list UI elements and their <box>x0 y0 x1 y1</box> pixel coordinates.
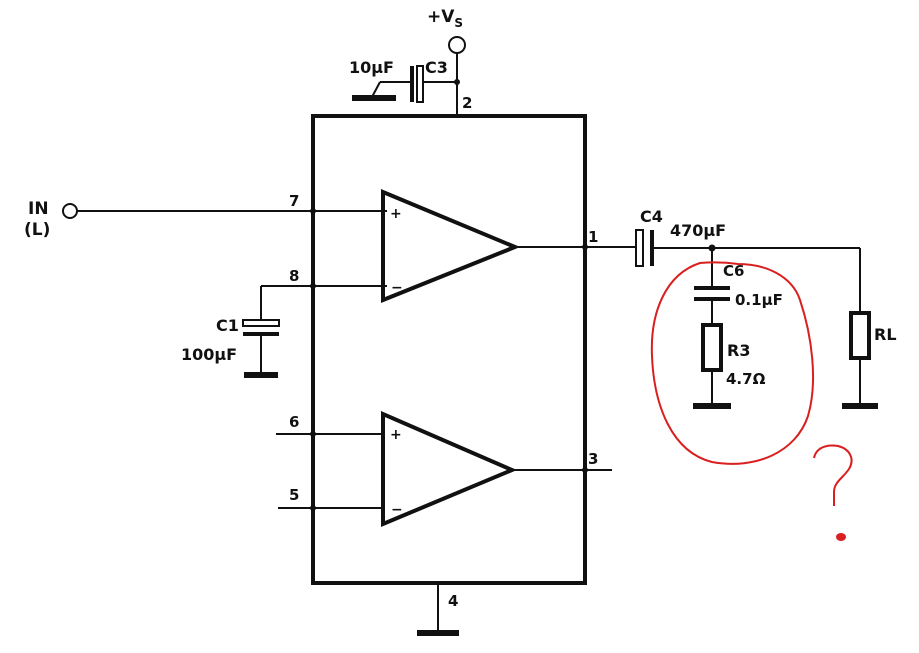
pin-3-node <box>582 467 588 473</box>
ic-body <box>311 114 587 585</box>
c3-value: 10µF <box>349 58 394 77</box>
opamp-lower-minus: − <box>391 502 403 518</box>
c3-ground-wire-down <box>371 81 381 98</box>
pin-1-node <box>582 244 588 250</box>
rl-resistor <box>849 311 871 360</box>
opamp-upper-plus: + <box>390 206 402 222</box>
c1-plate-top <box>242 319 280 327</box>
c3-plate-right <box>416 65 424 103</box>
input-label-l: (L) <box>24 220 50 240</box>
supply-label: +VS <box>427 7 463 30</box>
annotation-question-mark <box>813 444 853 506</box>
r3-name: R3 <box>727 341 750 360</box>
r3-resistor <box>701 323 723 372</box>
rl-name: RL <box>874 325 897 344</box>
pin-8-node <box>310 283 316 289</box>
pin-7-node <box>310 208 316 214</box>
c6-value: 0.1µF <box>735 291 783 309</box>
supply-terminal <box>448 36 466 54</box>
r3-value: 4.7Ω <box>726 370 766 388</box>
c4-value: 470µF <box>670 221 726 240</box>
pin-2-label: 2 <box>462 94 472 112</box>
c4-name: C4 <box>640 207 663 226</box>
opamp-upper <box>381 189 521 303</box>
pin-5-node <box>310 505 316 511</box>
pin-3-label: 3 <box>588 450 598 468</box>
opamp-upper-minus: − <box>391 280 403 296</box>
pin-6-node <box>310 431 316 437</box>
input-terminal <box>62 203 78 219</box>
c1-value: 100µF <box>181 345 237 364</box>
annotation-question-dot <box>836 533 846 541</box>
pin-8-label: 8 <box>289 267 299 285</box>
c4-plate-left <box>635 229 644 267</box>
pin-1-label: 1 <box>588 228 598 246</box>
pin-6-label: 6 <box>289 413 299 431</box>
pin-4-label: 4 <box>448 592 458 610</box>
pin-5-label: 5 <box>289 486 299 504</box>
pin-7-label: 7 <box>289 192 299 210</box>
input-label-in: IN <box>28 199 49 219</box>
opamp-lower <box>381 410 518 528</box>
c6-name: C6 <box>723 262 744 280</box>
c3-name: C3 <box>425 58 448 77</box>
annotation-circle <box>650 261 815 465</box>
opamp-lower-plus: + <box>390 427 402 443</box>
c1-name: C1 <box>216 316 239 335</box>
